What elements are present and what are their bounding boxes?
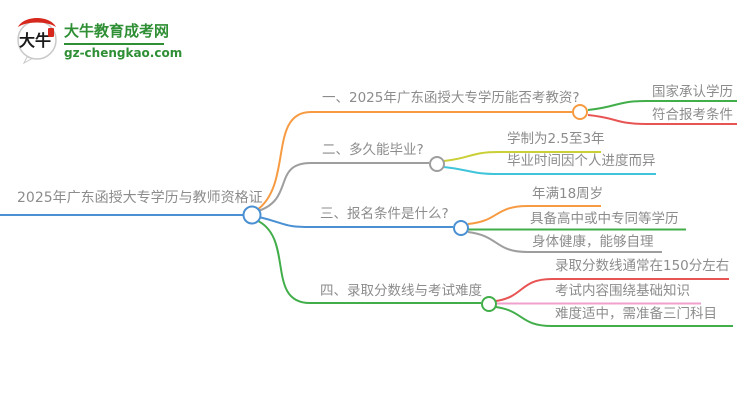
branch-2-line <box>257 162 429 212</box>
logo-divider <box>64 43 164 45</box>
branch-4-node-circle[interactable] <box>481 296 497 312</box>
branch-3-node-circle[interactable] <box>453 220 469 236</box>
branch-2-child-2-line <box>443 166 656 175</box>
branch-3-child-3-label[interactable]: 身体健康，能够自理 <box>532 234 654 250</box>
root-node-circle[interactable] <box>242 205 262 225</box>
branch-4-child-2-label[interactable]: 考试内容围绕基础知识 <box>555 283 690 299</box>
branch-3-label[interactable]: 三、报名条件是什么? <box>320 206 449 222</box>
branch-3-child-2-label[interactable]: 具备高中或中专同等学历 <box>530 211 679 227</box>
branch-4-child-3-label[interactable]: 难度适中，需准备三门科目 <box>555 306 717 322</box>
branch-1-child-1-line <box>587 100 737 111</box>
branch-1-child-1-label[interactable]: 国家承认学历 <box>652 84 733 100</box>
branch-1-label[interactable]: 一、2025年广东函授大专学历能否考教资? <box>322 90 580 106</box>
branch-3-child-3-line <box>467 231 662 253</box>
branch-1-line <box>256 111 572 211</box>
branch-3-child-1-label[interactable]: 年满18周岁 <box>532 186 604 202</box>
logo-seal <box>48 28 54 37</box>
logo-site-name: 大牛教育成考网 <box>64 22 170 40</box>
logo-bull-icon: 大牛 <box>17 18 57 64</box>
branch-3-line <box>258 216 453 228</box>
branch-4-child-1-label[interactable]: 录取分数线通常在150分左右 <box>555 258 730 274</box>
logo-red-cap <box>18 18 56 27</box>
branch-1-node-circle[interactable] <box>572 104 588 120</box>
branch-4-label[interactable]: 四、录取分数线与考试难度 <box>320 283 482 299</box>
branch-2-node-circle[interactable] <box>429 156 445 172</box>
branch-2-child-1-label[interactable]: 学制为2.5至3年 <box>507 131 605 147</box>
branch-4-line <box>255 219 481 304</box>
branch-2-label[interactable]: 二、多久能毕业? <box>322 142 424 158</box>
branch-2-child-2-label[interactable]: 毕业时间因个人进度而异 <box>507 153 656 169</box>
root-node-label[interactable]: 2025年广东函授大专学历与教师资格证 <box>17 190 263 206</box>
branch-1-child-2-line <box>587 114 737 125</box>
branch-4-child-3-line <box>495 306 733 327</box>
site-logo[interactable]: 大牛 大牛教育成考网 gz-chengkao.com <box>12 10 222 68</box>
logo-icon-text: 大牛 <box>19 31 51 50</box>
branch-4-child-1-line <box>495 278 729 302</box>
branch-2-child-1-line <box>443 151 601 162</box>
branch-3-child-1-line <box>467 205 601 225</box>
logo-site-url: gz-chengkao.com <box>64 46 183 60</box>
branch-1-child-2-label[interactable]: 符合报考条件 <box>652 107 733 123</box>
